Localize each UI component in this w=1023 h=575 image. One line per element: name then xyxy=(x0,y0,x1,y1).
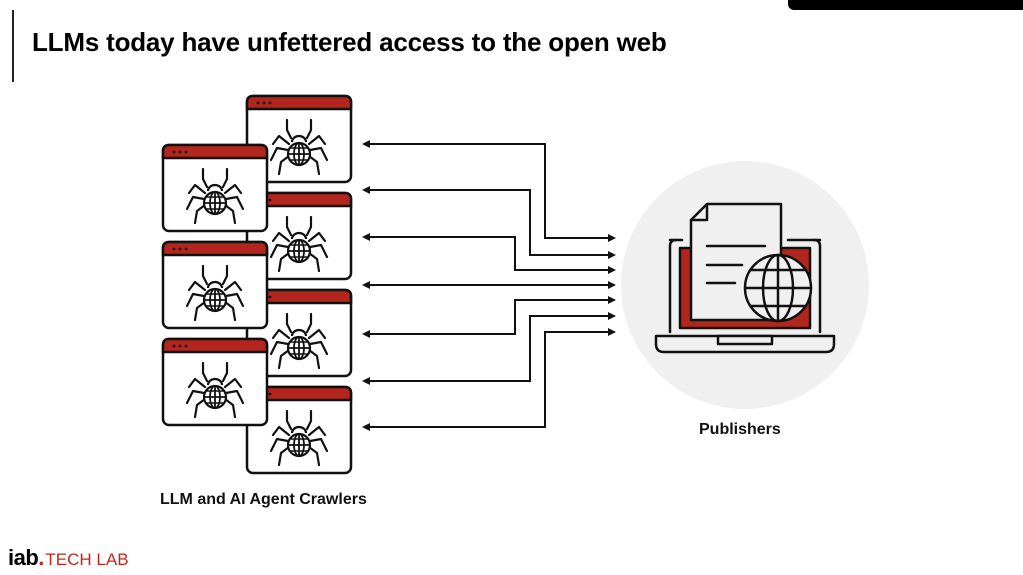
window-dots-icon xyxy=(172,247,188,251)
crawler-window xyxy=(245,94,353,184)
publishers-label: Publishers xyxy=(699,421,781,438)
slide-title: LLMs today have unfettered access to the… xyxy=(32,27,667,57)
crawler-window xyxy=(245,385,353,475)
bidirectional-arrow xyxy=(362,233,616,274)
arrowhead-left-icon xyxy=(362,330,370,338)
window-titlebar xyxy=(161,143,269,160)
arrowhead-right-icon xyxy=(608,251,616,259)
crawlers-label: LLM and AI Agent Crawlers xyxy=(160,491,367,508)
crawler-window xyxy=(161,143,269,233)
arrowhead-right-icon xyxy=(608,328,616,336)
window-titlebar xyxy=(161,240,269,257)
arrowhead-left-icon xyxy=(362,423,370,431)
window-dots-icon xyxy=(172,344,188,348)
logo-dot: . xyxy=(38,545,45,570)
bidirectional-arrow xyxy=(362,312,616,385)
arrowhead-right-icon xyxy=(608,234,616,242)
logo-iab-text: iab xyxy=(8,545,39,570)
window-titlebar xyxy=(161,337,269,354)
crawler-window xyxy=(161,337,269,427)
arrowhead-right-icon xyxy=(608,296,616,304)
arrowhead-right-icon xyxy=(608,312,616,320)
window-dots-icon xyxy=(172,150,188,154)
arrowhead-left-icon xyxy=(362,281,370,289)
window-dots-icon xyxy=(256,101,272,105)
iab-tech-lab-logo: iab.TECH LAB xyxy=(8,545,129,571)
bidirectional-arrow xyxy=(362,328,616,431)
title-accent-bar xyxy=(12,10,14,82)
arrowhead-left-icon xyxy=(362,140,370,148)
crawler-window xyxy=(161,240,269,330)
arrowhead-right-icon xyxy=(608,266,616,274)
window-titlebar xyxy=(245,94,353,111)
bidirectional-arrow xyxy=(362,281,616,289)
arrowhead-left-icon xyxy=(362,233,370,241)
bidirectional-arrow xyxy=(362,140,616,242)
bidirectional-arrow xyxy=(362,296,616,338)
corner-decoration-black xyxy=(788,0,1023,10)
arrowhead-left-icon xyxy=(362,186,370,194)
bidirectional-arrow xyxy=(362,186,616,259)
laptop-document-globe-icon xyxy=(654,202,836,354)
arrowhead-right-icon xyxy=(608,281,616,289)
arrowhead-left-icon xyxy=(362,377,370,385)
logo-tech-lab-text: TECH LAB xyxy=(45,550,129,569)
